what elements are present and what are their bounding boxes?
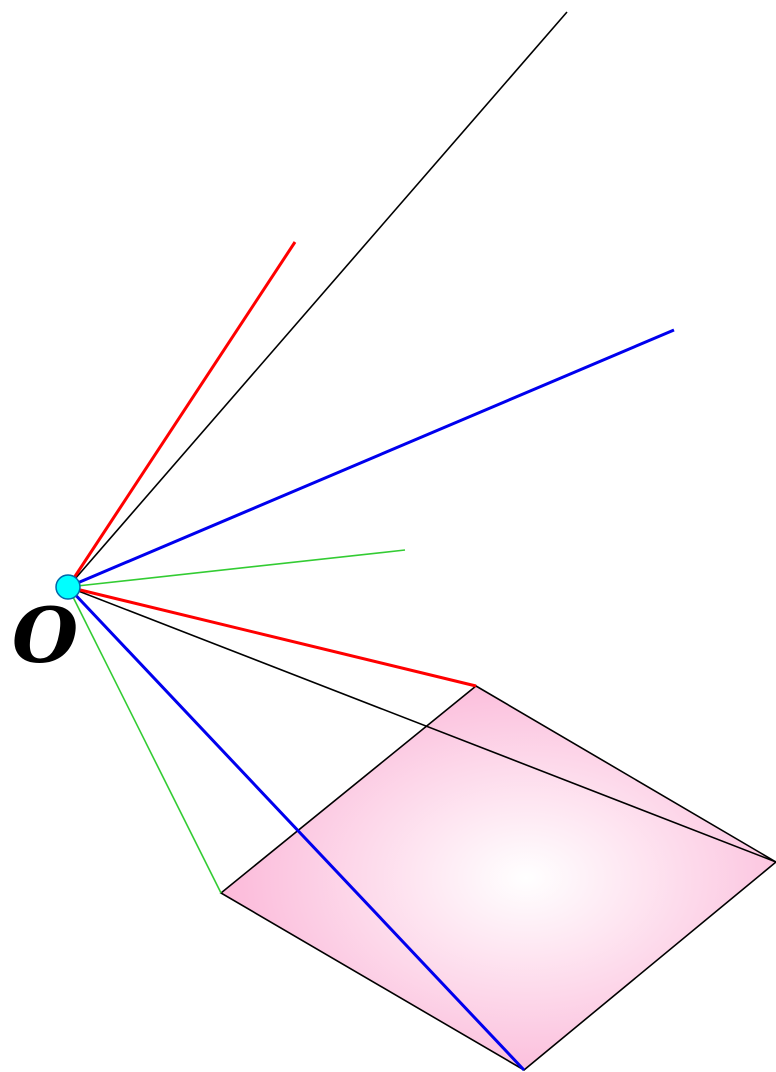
red-ray-upper — [66, 241, 297, 588]
red-ray-to-top-vertex — [67, 585, 477, 688]
blue-ray-upper — [67, 328, 675, 589]
origin-point — [55, 574, 81, 600]
parallelogram-plane — [219, 685, 776, 1071]
green-ray-upper — [67, 549, 406, 588]
origin-label: O — [12, 591, 78, 680]
blue-ray-to-bottom-vertex — [66, 585, 526, 1072]
black-ray-to-right-vertex — [67, 586, 776, 863]
green-ray-to-left-vertex — [67, 586, 222, 894]
black-ray-upper — [67, 11, 568, 588]
